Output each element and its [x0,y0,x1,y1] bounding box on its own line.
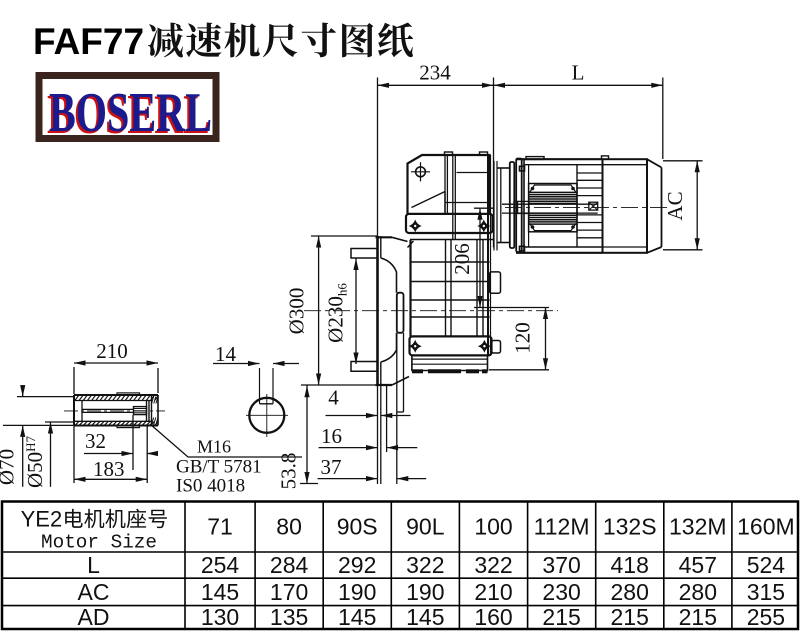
svg-text:IS0 4018: IS0 4018 [176,476,245,497]
svg-text:292: 292 [338,552,376,578]
svg-text:132S: 132S [603,514,657,540]
svg-text:L: L [572,61,585,85]
svg-text:215: 215 [542,604,580,630]
svg-text:AD: AD [78,604,110,630]
svg-text:AC: AC [78,579,110,605]
svg-text:90L: 90L [406,514,445,540]
svg-text:Motor Size: Motor Size [41,532,157,554]
svg-text:160: 160 [474,604,512,630]
svg-text:322: 322 [406,552,444,578]
svg-text:284: 284 [270,552,309,578]
svg-text:145: 145 [201,579,239,605]
svg-text:255: 255 [747,604,785,630]
svg-text:234: 234 [419,61,451,85]
svg-text:100: 100 [474,514,512,540]
svg-text:32: 32 [85,429,106,453]
svg-text:280: 280 [679,579,717,605]
svg-text:BOSERL: BOSERL [47,84,210,146]
svg-text:120: 120 [511,322,535,354]
svg-text:254: 254 [201,552,240,578]
svg-text:90S: 90S [337,514,378,540]
svg-text:215: 215 [611,604,649,630]
svg-text:315: 315 [747,579,785,605]
svg-text:457: 457 [679,552,717,578]
svg-text:GB/T 5781: GB/T 5781 [176,457,262,478]
svg-text:112M: 112M [534,514,590,540]
svg-text:524: 524 [747,552,786,578]
svg-text:37: 37 [321,455,342,479]
svg-text:190: 190 [406,579,444,605]
svg-text:160M: 160M [737,514,795,540]
svg-text:145: 145 [406,604,444,630]
svg-text:170: 170 [270,579,308,605]
svg-text:71: 71 [207,514,233,540]
svg-text:YE2: YE2 [21,507,63,532]
svg-text:145: 145 [338,604,376,630]
svg-text:16: 16 [321,424,342,448]
svg-text:135: 135 [270,604,308,630]
svg-text:4: 4 [328,386,339,410]
svg-text:Ø70: Ø70 [0,449,19,485]
svg-text:130: 130 [201,604,239,630]
svg-text:53.8: 53.8 [277,453,301,490]
svg-text:BOSERL: BOSERL [49,82,212,144]
svg-text:322: 322 [474,552,512,578]
svg-text:190: 190 [338,579,376,605]
svg-text:AC: AC [663,191,687,220]
svg-text:210: 210 [474,579,512,605]
svg-text:M16: M16 [197,437,231,457]
svg-text:FAF77: FAF77 [33,21,144,62]
svg-text:183: 183 [93,457,125,481]
svg-text:370: 370 [542,552,580,578]
svg-text:80: 80 [276,514,302,540]
svg-text:215: 215 [679,604,717,630]
svg-text:210: 210 [96,339,128,363]
svg-text:206: 206 [450,243,474,275]
svg-text:Ø300: Ø300 [285,288,309,335]
svg-text:L: L [87,552,100,578]
svg-text:280: 280 [611,579,649,605]
svg-text:132M: 132M [669,514,727,540]
svg-text:230: 230 [542,579,580,605]
svg-text:418: 418 [611,552,649,578]
svg-text:14: 14 [215,342,237,366]
